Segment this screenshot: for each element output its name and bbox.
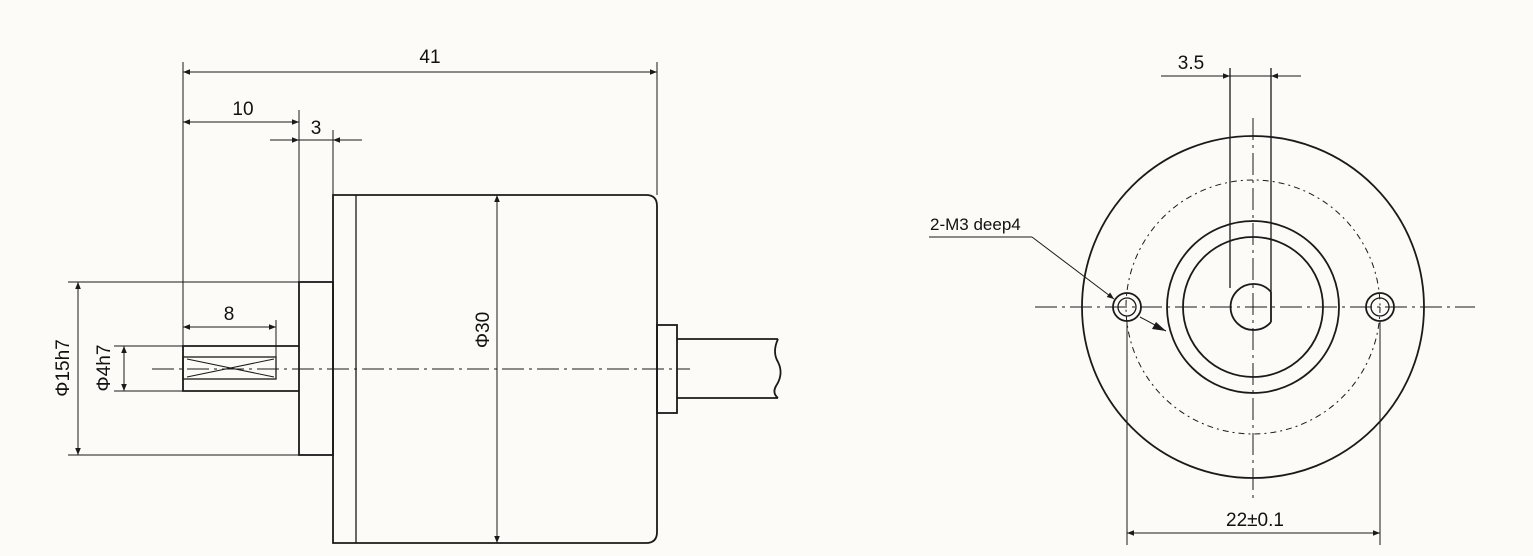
dim-text-d4: Φ4h7: [94, 345, 115, 392]
dim-text-22: 22±0.1: [1226, 510, 1284, 531]
dim-text-8: 8: [224, 304, 235, 325]
dim-text-d15: Φ15h7: [53, 339, 74, 396]
callout-arrow-tail: [1152, 322, 1166, 331]
dim-text-d30: Φ30: [473, 312, 494, 348]
callout-leader: [1031, 236, 1115, 300]
callout-text: 2-M3 deep4: [930, 215, 1021, 234]
side-view: 41 10 3 8 Φ30 Φ15h7 Φ4h7: [53, 47, 782, 544]
mount-hole-left-inner: [1117, 297, 1137, 317]
encoder-body: [332, 194, 658, 544]
body-outline-circle: [1081, 135, 1425, 479]
pilot-outer-circle: [1166, 220, 1340, 394]
dim-text-3-5: 3.5: [1178, 53, 1204, 74]
key-cross-2: [186, 358, 275, 378]
mount-hole-right-inner: [1370, 297, 1390, 317]
dim-text-3: 3: [311, 118, 322, 139]
cable: [677, 338, 782, 399]
front-view: 3.5 22±0.1 2-M3 deep4: [929, 53, 1475, 545]
dim-text-10: 10: [232, 99, 253, 120]
shaft-face: [1229, 283, 1272, 331]
dim-text-41: 41: [419, 47, 440, 68]
key-slot: [182, 356, 277, 380]
bolt-circle: [1125, 179, 1381, 435]
pilot-inner-circle: [1182, 236, 1324, 378]
